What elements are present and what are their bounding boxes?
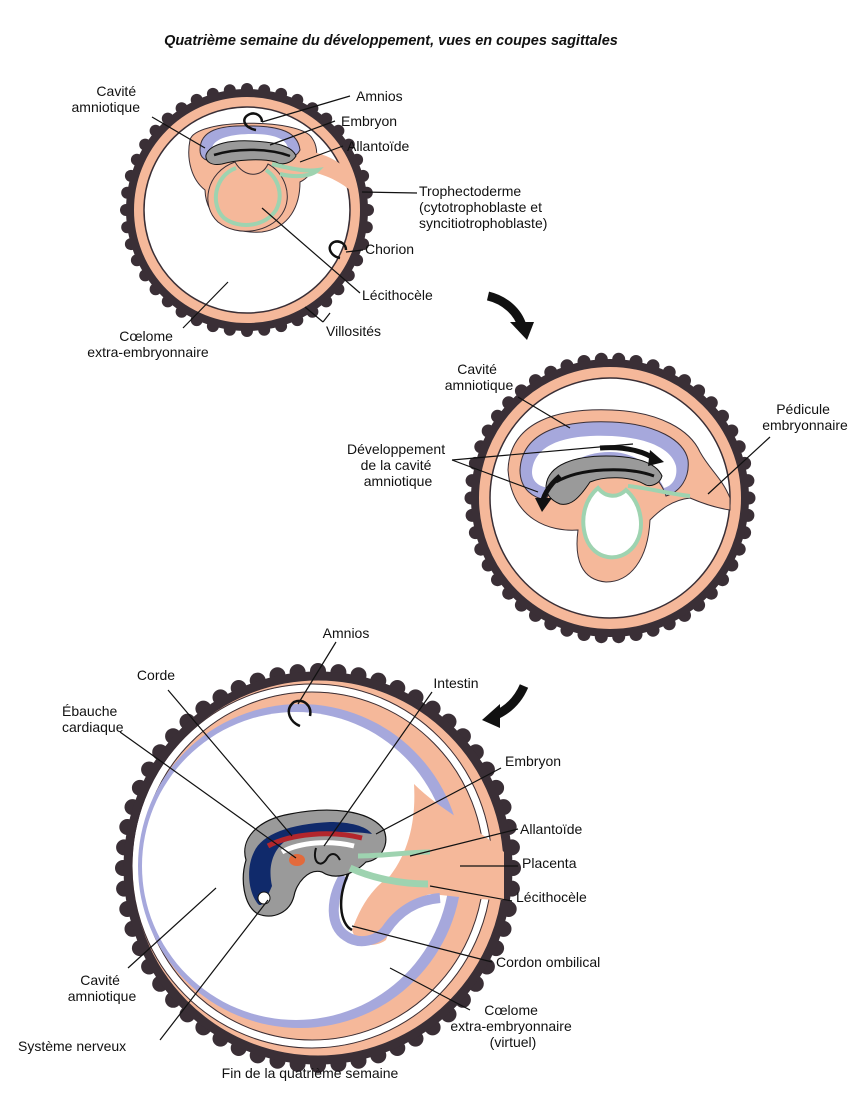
label-development: Développement de la cavité amniotique	[347, 441, 449, 489]
label-coelom-3: Cœlome extra-embryonnaire (virtuel)	[450, 1002, 575, 1050]
umbilical-cord	[328, 873, 441, 947]
chorion-hook-1	[328, 240, 348, 260]
heart-primordium	[289, 854, 305, 866]
label-yolk-sac-3: Lécithocèle	[516, 889, 587, 905]
amnios-hook-1	[243, 112, 264, 132]
label-placenta: Placenta	[522, 855, 577, 871]
label-nervous-system: Système nerveux	[18, 1038, 126, 1054]
yolk-sac-1	[207, 161, 288, 232]
label-stalk: Pédicule embryonnaire	[762, 401, 848, 433]
yolk-sac-3	[348, 864, 429, 888]
stalk-1	[300, 150, 352, 190]
label-allantois-3: Allantoïde	[520, 821, 582, 837]
figure-caption: Fin de la quatrième semaine	[222, 1065, 399, 1081]
label-intestin: Intestin	[433, 675, 478, 691]
amniotic-cavity-2	[532, 435, 677, 488]
diagram-1: Cavité amniotique Amnios Embryon Allanto…	[72, 83, 547, 360]
embryo-1	[205, 140, 297, 165]
label-amniotic-cavity-2: Cavité amniotique	[445, 361, 514, 393]
yolk-sac-2	[581, 485, 643, 560]
label-trophectoderm: Trophectoderme (cytotrophoblaste et sync…	[419, 183, 547, 231]
label-umbilical-cord: Cordon ombilical	[496, 954, 600, 970]
label-chorion: Chorion	[365, 241, 414, 257]
embryo-2	[545, 455, 663, 505]
label-embryo-3: Embryon	[505, 753, 561, 769]
arrow-step-1	[486, 291, 527, 328]
label-amniotic-cavity-1: Cavité amniotique	[72, 83, 141, 115]
label-cardiac: Ébauche cardiaque	[62, 703, 124, 735]
label-villi: Villosités	[326, 323, 381, 339]
diagram-3: Amnios Corde Intestin Ébauche cardiaque …	[18, 625, 600, 1073]
intestine	[280, 840, 355, 855]
placenta	[352, 784, 504, 945]
allantois-1	[271, 162, 324, 179]
label-amnios-1: Amnios	[356, 88, 403, 104]
allantois-2	[627, 484, 691, 498]
amnios-hook-3	[287, 699, 312, 728]
label-allantois-1: Allantoïde	[347, 138, 409, 154]
diagram-2: Cavité amniotique Développement de la ca…	[347, 352, 848, 644]
diagram-title: Quatrième semaine du développement, vues…	[164, 33, 618, 49]
label-yolk-sac-1: Lécithocèle	[362, 287, 433, 303]
label-amniotic-cavity-3: Cavité amniotique	[68, 972, 137, 1004]
label-coelom-1: Cœlome extra-embryonnaire	[87, 328, 209, 360]
label-amnios-3: Amnios	[323, 625, 370, 641]
label-corde: Corde	[137, 667, 175, 683]
label-embryo-1: Embryon	[341, 113, 397, 129]
